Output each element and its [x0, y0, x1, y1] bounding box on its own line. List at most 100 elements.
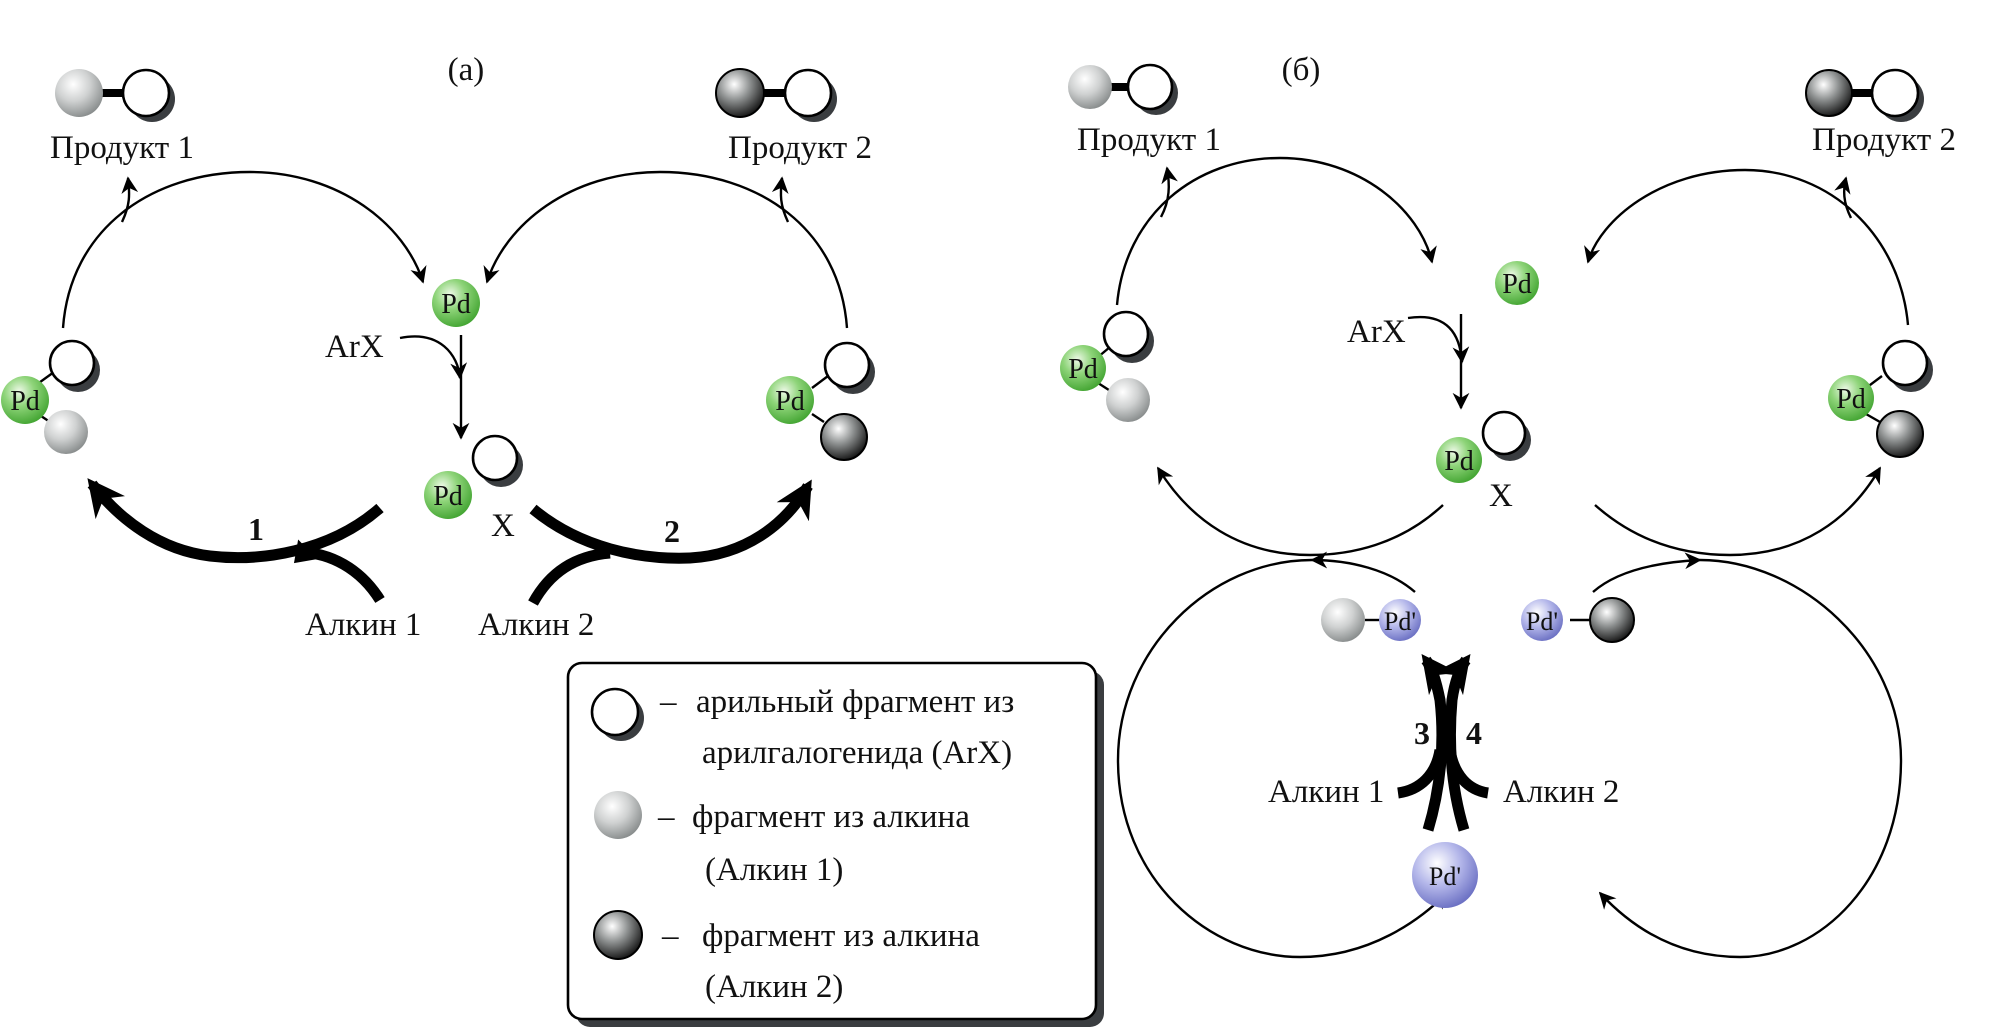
cycle-arc-right-top	[1584, 168, 1910, 326]
step-3-arrow	[1421, 654, 1459, 832]
product-1-molecule	[1068, 63, 1178, 115]
halide-label: X	[1489, 478, 1513, 514]
product-1-label: Продукт 1	[50, 130, 194, 166]
arx-addition-arrow	[399, 335, 468, 380]
arx-label: ArX	[325, 329, 384, 365]
step-2-label: 2	[664, 513, 680, 549]
alkyne1-fragment-icon	[594, 791, 642, 839]
alkyne2-fragment-icon	[715, 68, 765, 118]
alkyne1-fragment-icon	[1068, 65, 1112, 109]
product-2-release-arrow	[1834, 176, 1853, 219]
bond	[811, 413, 825, 423]
pd-prime-cycle-left	[1116, 558, 1449, 959]
panel-b-label: (б)	[1282, 52, 1321, 88]
legend-alkyne1-line2: (Алкин 1)	[705, 852, 843, 888]
legend-alkyne2-line1: фрагмент из алкина	[702, 918, 980, 954]
alkyne-1-label: Алкин 1	[305, 607, 421, 643]
product-2-label: Продукт 2	[728, 130, 872, 166]
pd-prime-release-arrow-right	[1592, 552, 1702, 593]
pd-aryl-alkyne1-complex: Pd	[1060, 310, 1154, 422]
cycle-arc-left-bottom	[1156, 466, 1444, 557]
pd-icon	[1436, 437, 1482, 483]
alkyne2-fragment-icon	[1805, 69, 1853, 117]
pd-prime-alkyne2-complex: Pd'	[1521, 597, 1635, 643]
bond	[811, 375, 829, 389]
legend-dash: –	[657, 799, 675, 835]
pd-prime-label: Pd'	[1429, 862, 1461, 891]
pd-icon	[1828, 375, 1874, 421]
alkyne1-fragment-icon	[1321, 598, 1365, 642]
aryl-fragment-icon	[590, 687, 640, 737]
pd-catalyst-icon	[1495, 261, 1539, 305]
product-1-molecule	[55, 68, 175, 122]
pd-icon	[766, 376, 814, 424]
product-1-release-arrow	[120, 176, 139, 223]
step-1-label: 1	[248, 511, 264, 547]
legend-alkyne2-line2: (Алкин 2)	[705, 969, 843, 1005]
arx-addition-arrow	[1407, 315, 1470, 364]
product-2-release-arrow	[771, 176, 790, 223]
pd-icon	[424, 471, 472, 519]
alkyne-2-input-arrow	[1444, 748, 1490, 799]
step-2-transmetalation-arrow	[529, 479, 813, 564]
alkyne1-fragment-icon	[1106, 378, 1150, 422]
pd-label: Pd	[1836, 384, 1866, 415]
alkyne2-fragment-icon	[1589, 597, 1635, 643]
alkyne-2-input-arrow	[528, 547, 611, 606]
aryl-fragment-icon	[783, 68, 833, 118]
pd-label: Pd	[441, 289, 471, 320]
aryl-fragment-icon	[471, 434, 519, 482]
legend-aryl-line1: арильный фрагмент из	[696, 684, 1014, 720]
pd-prime-label: Pd'	[1384, 607, 1416, 636]
pd-prime-release-arrow-left	[1310, 551, 1416, 593]
legend-aryl-line2: арилгалогенида (ArX)	[702, 735, 1012, 771]
cycle-arc-left-top	[1115, 156, 1437, 306]
pd-prime-label: Pd'	[1526, 607, 1558, 636]
pd-prime-icon	[1521, 599, 1563, 641]
pd-label: Pd	[1068, 354, 1098, 385]
step-4-label: 4	[1466, 715, 1482, 751]
alkyne1-fragment-icon	[55, 69, 103, 117]
legend-dash: –	[659, 684, 677, 720]
aryl-fragment-icon	[48, 339, 96, 387]
step-1-transmetalation-arrow	[87, 478, 384, 564]
pd-prime-catalyst-icon	[1412, 842, 1478, 908]
pd-label: Pd	[1444, 446, 1474, 477]
legend-dash: –	[661, 918, 679, 954]
legend-item-alkyne1: – фрагмент из алкина (Алкин 1)	[594, 791, 970, 888]
aryl-pd-x-complex: Pd X	[424, 434, 523, 544]
product-1-release-arrow	[1159, 166, 1178, 218]
alkyne2-fragment-icon	[820, 413, 868, 461]
aryl-fragment-icon	[1126, 63, 1174, 111]
pd-icon	[1060, 345, 1106, 391]
pd-label: Pd	[433, 481, 463, 512]
product-1-label: Продукт 1	[1077, 122, 1221, 158]
aryl-fragment-icon	[1870, 68, 1920, 118]
pd-prime-icon	[1379, 599, 1421, 641]
alkyne-2-label: Алкин 2	[478, 607, 594, 643]
legend-item-alkyne2: – фрагмент из алкина (Алкин 2)	[593, 910, 980, 1005]
alkyne-1-label: Алкин 1	[1268, 774, 1384, 810]
pd-aryl-alkyne2-complex: Pd	[766, 341, 875, 461]
alkyne-2-label: Алкин 2	[1503, 774, 1619, 810]
legend-alkyne1-line1: фрагмент из алкина	[692, 799, 970, 835]
legend-box: – арильный фрагмент из арилгалогенида (A…	[566, 661, 1104, 1027]
pd-aryl-alkyne1-complex: Pd	[1, 339, 100, 454]
aryl-fragment-icon	[1481, 410, 1527, 456]
panel-a-label: (а)	[448, 52, 485, 88]
pd-label: Pd	[1502, 269, 1532, 300]
alkyne2-fragment-icon	[1876, 410, 1924, 458]
bond	[1865, 412, 1881, 424]
arx-label: ArX	[1347, 314, 1406, 350]
step-3-label: 3	[1414, 715, 1430, 751]
panel-a: (а) Продукт 1 Продукт 2 Pd ArX	[1, 52, 875, 643]
aryl-pd-x-complex: Pd X	[1436, 410, 1531, 514]
product-2-molecule	[715, 68, 837, 122]
cycle-arc-right-bottom	[1594, 466, 1882, 557]
cycle-arc-right-top	[483, 170, 849, 329]
aryl-fragment-icon	[1881, 339, 1929, 387]
legend-frame	[566, 661, 1098, 1021]
panel-b: (б) Продукт 1 Продукт 2 Pd ArX	[1060, 52, 1956, 959]
pd-label: Pd	[10, 386, 40, 417]
pd-catalyst-icon	[432, 279, 480, 327]
